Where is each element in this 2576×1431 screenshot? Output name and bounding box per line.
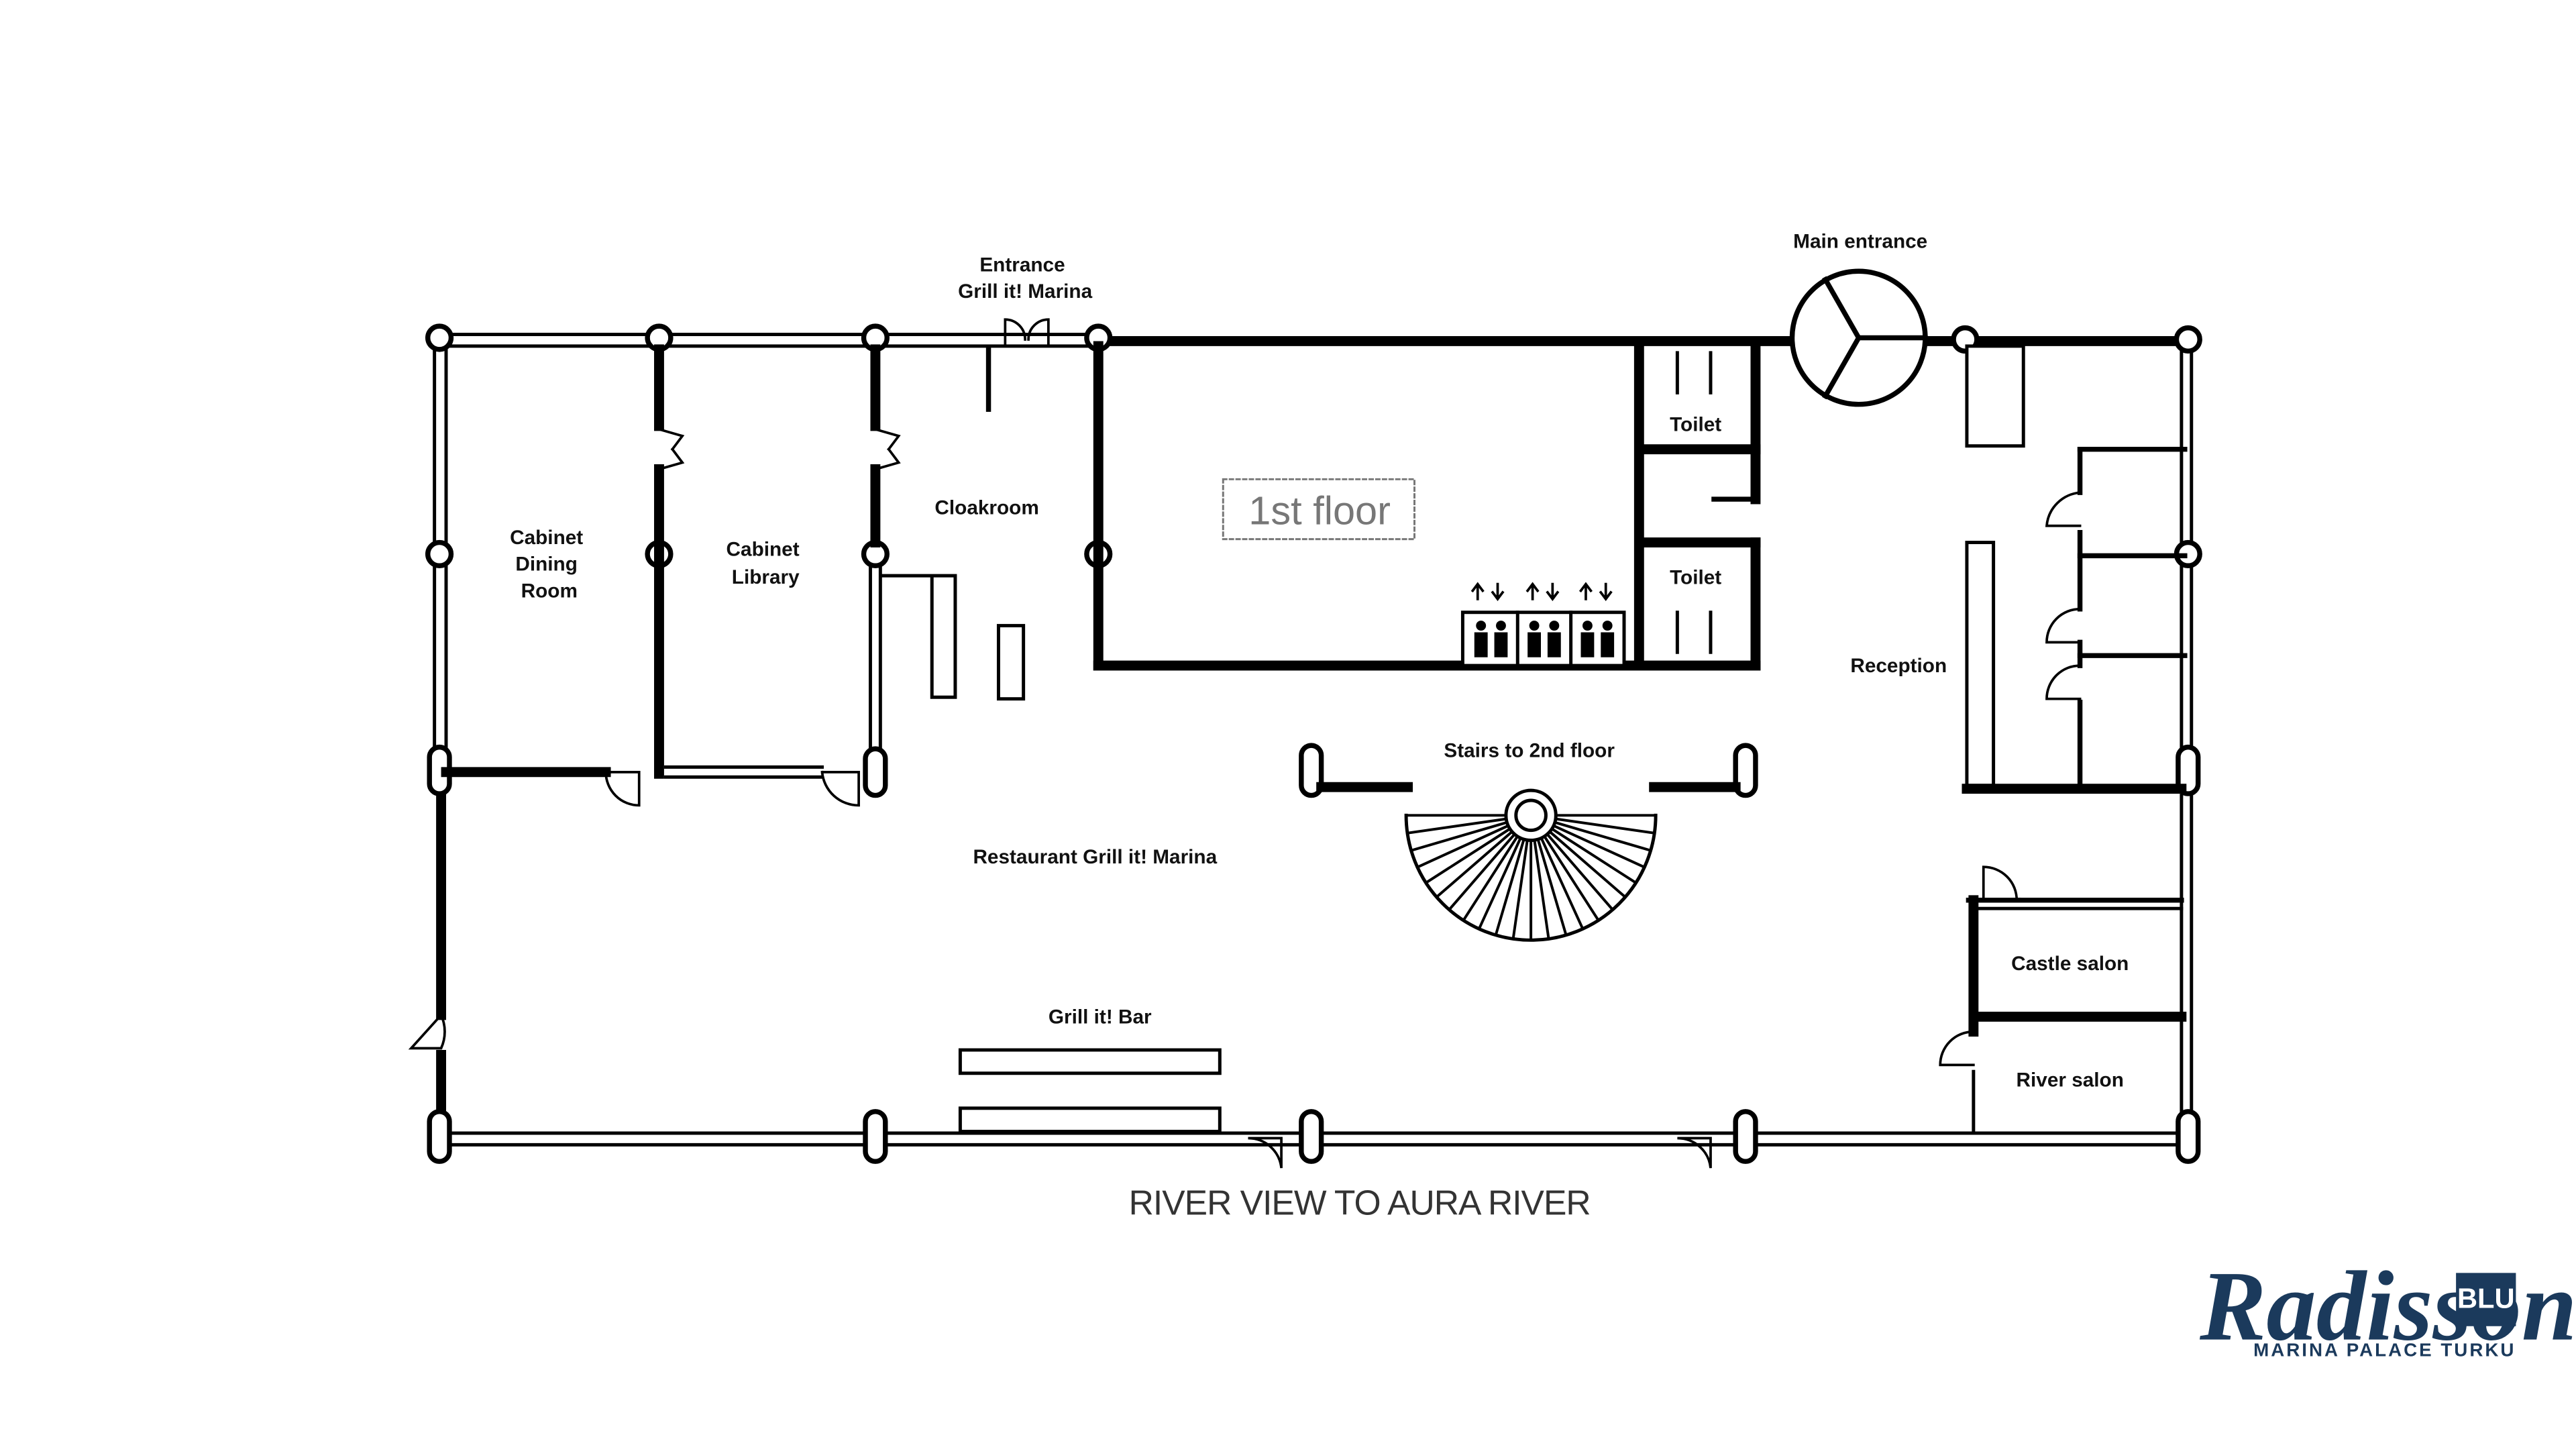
label-reception: Reception [1850,655,1947,677]
furniture [880,344,2025,1134]
door-swing-icon [408,318,2082,1169]
elevator-icon [1460,582,1626,668]
label-restaurant: Restaurant Grill it! Marina [973,846,1217,868]
river-view-label: RIVER VIEW TO AURA RIVER [1129,1183,1591,1222]
outer-walls [433,333,2194,1147]
label-cabinet-dining: Cabinet Dining Room [510,527,588,602]
label-toilet-bottom: Toilet [1670,567,1721,589]
logo-subtitle: MARINA PALACE TURKU [2253,1339,2516,1360]
label-bar: Grill it! Bar [1049,1006,1152,1028]
radisson-blu-logo: Radisson BLU MARINA PALACE TURKU [2199,1251,2576,1362]
label-stairs: Stairs to 2nd floor [1444,740,1615,762]
label-river-salon: River salon [2017,1069,2124,1092]
label-cloakroom: Cloakroom [934,496,1038,519]
revolving-door-icon [1789,268,1928,407]
label-entrance-grill: Entrance Grill it! Marina [958,254,1092,303]
interior-walls [441,341,2188,1134]
first-floor-frame [1222,478,1415,541]
label-cabinet-library: Cabinet Library [727,538,805,588]
spiral-stairs-icon [1404,788,1658,942]
logo-badge-box [2456,1273,2516,1326]
label-main-entrance: Main entrance [1793,231,1927,253]
label-castle-salon: Castle salon [2011,953,2129,975]
label-first-floor: 1st floor [1248,488,1391,533]
logo-badge-text: BLU [2457,1282,2515,1314]
label-toilet-top: Toilet [1670,413,1721,435]
columns [425,323,2202,1164]
